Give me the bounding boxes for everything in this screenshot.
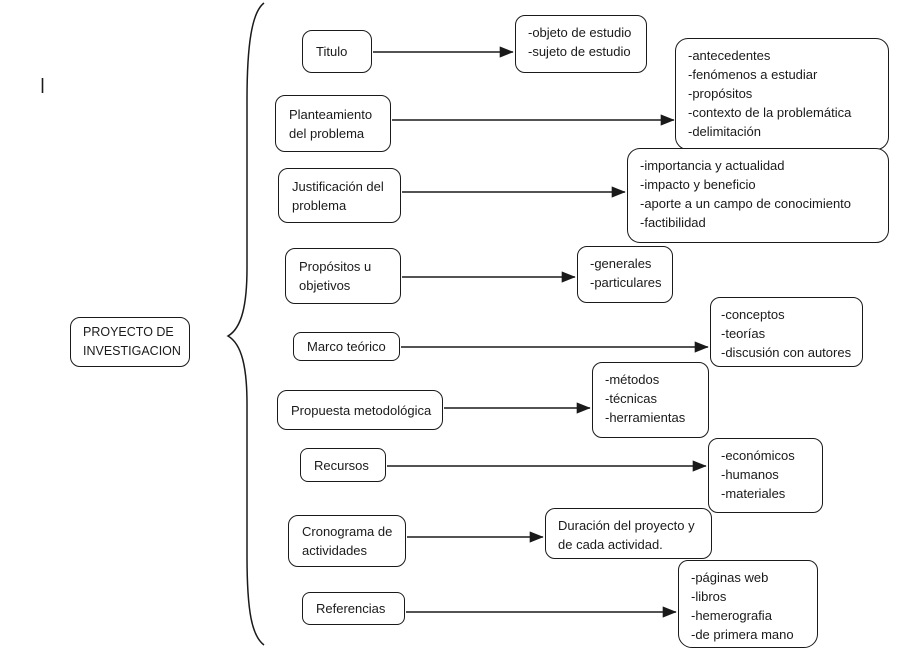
detail-line: -de primera mano [691, 627, 794, 642]
node-label: problema [292, 197, 347, 213]
node-label: del problema [289, 125, 365, 141]
node-label: objetivos [299, 278, 351, 293]
node-label: Marco teórico [307, 339, 386, 354]
detail-cronograma: Duración del proyecto y de cada activida… [545, 508, 712, 559]
detail-line: -antecedentes [688, 48, 771, 63]
detail-referencias: -páginas web -libros -hemerografia -de p… [678, 560, 818, 648]
detail-line: -humanos [721, 467, 779, 482]
detail-line: -económicos [721, 448, 795, 463]
node-justificacion-del-problema: Justificación del problema [278, 168, 401, 223]
node-label: actividades [302, 543, 368, 558]
detail-line: -libros [691, 589, 727, 604]
detail-titulo: -objeto de estudio -sujeto de estudio [515, 15, 647, 73]
node-label: Cronograma de [302, 524, 393, 539]
node-titulo: Titulo [302, 30, 372, 73]
node-planteamiento-del-problema: Planteamiento del problema [275, 95, 391, 152]
detail-propositos: -generales -particulares [577, 246, 673, 303]
detail-justificacion: -importancia y actualidad -impacto y ben… [627, 148, 889, 243]
node-propositos-u-objetivos: Propósitos u objetivos [285, 248, 401, 304]
detail-line: de cada actividad. [558, 537, 663, 552]
detail-line: -sujeto de estudio [528, 44, 631, 59]
detail-line: -contexto de la problemática [688, 105, 852, 120]
detail-line: -hemerografia [691, 608, 772, 623]
node-label: PROYECTO DE [83, 325, 174, 339]
node-label: Recursos [314, 457, 369, 473]
detail-line: -aporte a un campo de conocimiento [640, 196, 852, 211]
node-proyecto-de-investigacion: PROYECTO DE INVESTIGACION [70, 317, 190, 367]
detail-line: -páginas web [691, 570, 769, 585]
left-brace [226, 2, 265, 646]
detail-line: -impacto y beneficio [640, 177, 756, 192]
detail-line: -materiales [721, 486, 786, 501]
node-referencias: Referencias [302, 592, 405, 625]
node-recursos: Recursos [300, 448, 386, 482]
node-cronograma-de-actividades: Cronograma de actividades [288, 515, 406, 567]
node-label: Propuesta metodológica [291, 402, 432, 418]
detail-line: -técnicas [605, 391, 658, 406]
detail-line: -propósitos [688, 86, 753, 101]
detail-line: -herramientas [605, 410, 686, 425]
detail-marco-teorico: -conceptos -teorías -discusión con autor… [710, 297, 863, 367]
node-label: INVESTIGACION [83, 344, 181, 358]
detail-line: -particulares [590, 275, 662, 290]
detail-planteamiento: -antecedentes -fenómenos a estudiar -pro… [675, 38, 889, 150]
detail-line: -importancia y actualidad [640, 158, 785, 173]
detail-line: -factibilidad [640, 215, 706, 230]
detail-line: -fenómenos a estudiar [688, 67, 818, 82]
detail-recursos: -económicos -humanos -materiales [708, 438, 823, 513]
detail-line: -objeto de estudio [528, 25, 632, 40]
detail-line: -teorías [721, 326, 766, 341]
node-label: Referencias [316, 601, 386, 616]
detail-line: -discusión con autores [721, 345, 852, 360]
node-label: Justificación del [292, 178, 384, 194]
detail-line: -métodos [605, 372, 660, 387]
node-marco-teorico: Marco teórico [293, 332, 400, 361]
detail-line: Duración del proyecto y [558, 518, 695, 533]
detail-line: -delimitación [688, 124, 761, 139]
node-label: Propósitos u [299, 259, 372, 274]
node-propuesta-metodologica: Propuesta metodológica [277, 390, 443, 430]
detail-line: -conceptos [721, 307, 785, 322]
node-label: Titulo [316, 44, 348, 59]
detail-propuesta: -métodos -técnicas -herramientas [592, 362, 709, 438]
detail-line: -generales [590, 256, 652, 271]
node-label: Planteamiento [289, 106, 373, 122]
